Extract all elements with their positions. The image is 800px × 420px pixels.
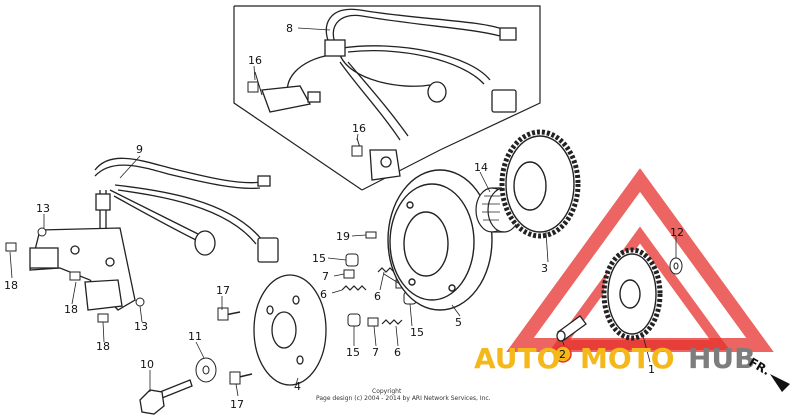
flange-bolt-10 (139, 379, 193, 415)
spring-6-lower (381, 319, 403, 325)
reduction-shaft-2 (556, 315, 587, 342)
watermark-hub: HUB (688, 342, 756, 375)
washer-12 (669, 257, 683, 275)
screw-13-upper (37, 227, 47, 237)
screw-18-left (5, 242, 17, 252)
callout-15-upper: 15 (312, 252, 326, 265)
callout-14: 14 (474, 161, 488, 174)
harness-assembly-9 (29, 157, 279, 311)
callout-2: 2 (559, 348, 566, 361)
callout-18-left: 18 (4, 279, 18, 292)
leader-lines (9, 27, 677, 397)
callout-6-left: 6 (320, 288, 327, 301)
starter-clutch-plate-4 (253, 274, 327, 386)
sub-assembly-frame (233, 5, 541, 191)
callout-16-upper: 16 (248, 54, 262, 67)
callout-18-bottom: 18 (96, 340, 110, 353)
callout-4: 4 (294, 380, 301, 393)
callout-11: 11 (188, 330, 202, 343)
bolt-16-upper (247, 71, 263, 96)
callout-8: 8 (286, 22, 293, 35)
screw-18-bottom (97, 313, 109, 323)
callout-1: 1 (648, 363, 655, 376)
callout-3: 3 (541, 262, 548, 275)
screw-13-lower (135, 297, 145, 307)
bolt-17-upper (217, 307, 241, 321)
callout-labels: 1 2 3 4 5 6 6 6 7 7 8 9 10 11 12 13 13 1… (4, 22, 684, 411)
callout-7-left: 7 (322, 270, 329, 283)
callout-13-upper: 13 (36, 202, 50, 215)
callout-15-bottom: 15 (346, 346, 360, 359)
bolt-17-lower (229, 371, 253, 385)
screw-18-mid (69, 271, 81, 281)
starter-clutch-outer-5 (387, 169, 493, 311)
bolt-16-lower (351, 137, 363, 157)
callout-13-lower: 13 (134, 320, 148, 333)
callout-17-upper: 17 (216, 284, 230, 297)
callout-19: 19 (336, 230, 350, 243)
washer-11 (195, 357, 217, 383)
spring-6-left (341, 285, 367, 291)
watermark-logo-triangles (506, 168, 774, 352)
copyright-title: Copyright (372, 388, 402, 395)
watermark-logo-text: AUTO MOTO HUB (474, 342, 756, 375)
roller-15-upper (345, 253, 359, 267)
watermark-auto: AUTO (474, 342, 560, 375)
callout-9: 9 (136, 143, 143, 156)
cap-7-upper (343, 269, 355, 279)
callout-2-badge (554, 345, 572, 363)
callout-17-lower: 17 (230, 398, 244, 411)
callout-16-lower: 16 (352, 122, 366, 135)
callout-10: 10 (140, 358, 154, 371)
cap-7-lower (367, 317, 379, 327)
copyright-text: Page design (c) 2004 - 2014 by ARI Netwo… (316, 395, 491, 402)
pin-19 (365, 231, 377, 239)
callout-6-mid: 6 (374, 290, 381, 303)
callout-5: 5 (455, 316, 462, 329)
callout-12: 12 (670, 226, 684, 239)
roller-15-lower (347, 313, 361, 327)
callout-7-bottom: 7 (372, 346, 379, 359)
reduction-gear-1 (601, 247, 663, 341)
direction-arrow-icon (770, 374, 790, 392)
harness-assembly-8 (261, 8, 517, 181)
watermark-moto: MOTO (580, 342, 675, 375)
copyright-notice: Copyright Page design (c) 2004 - 2014 by… (316, 388, 491, 402)
callout-15-right: 15 (410, 326, 424, 339)
callout-18-mid: 18 (64, 303, 78, 316)
starter-driven-gear-3 (499, 129, 581, 239)
callout-6-bottom: 6 (394, 346, 401, 359)
